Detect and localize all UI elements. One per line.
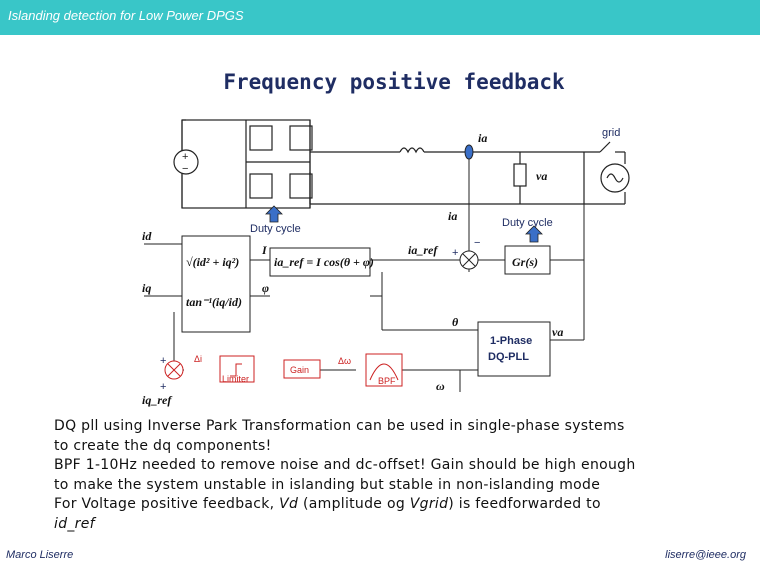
label-minus-1: − [474,237,480,249]
footer-author: Marco Liserre [6,549,74,561]
body-line-1: DQ pll using Inverse Park Transformation… [54,418,625,434]
label-ia-ref-out: ia_ref [408,243,438,257]
duty-cycle-arrow-1 [265,205,283,223]
label-I: I [261,243,268,257]
label-id: id [142,229,152,243]
label-va-top: va [536,169,547,183]
duty-cycle-arrow-2 [525,225,543,243]
svg-text:−: − [182,163,188,175]
label-ia-mid: ia [448,209,457,223]
label-iq-ref: iq_ref [142,393,172,407]
label-iq: iq [142,281,151,295]
dc-source: + − [173,119,199,175]
label-ia-ref-eq: ia_ref = I cos(θ + φ) [274,255,374,269]
output-wiring [309,141,630,205]
controller-block [504,245,551,275]
body-line-3: BPF 1-10Hz needed to remove noise and dc… [54,457,636,473]
label-tan: tan⁻¹(iq/id) [186,295,242,309]
reference-block [269,247,371,277]
pll-block [477,321,551,377]
label-delta-i: Δi [194,354,202,364]
footer-email: liserre@ieee.org [665,549,746,561]
current-sensor [464,144,474,160]
label-grid: grid [602,127,620,139]
label-duty-cycle-1: Duty cycle [250,223,301,235]
circuit-diagram: + − ia grid va Duty cycle Duty cycle [142,119,630,407]
body-line-6: id_ref [54,515,744,535]
label-limiter: Limiter [222,374,249,384]
label-bpf: BPF [378,376,396,386]
inverter-bridge [181,119,313,209]
label-pll-line1: 1-Phase [490,335,532,347]
header-title: Islanding detection for Low Power DPGS [8,8,244,23]
header-bar: Islanding detection for Low Power DPGS [0,0,760,35]
limiter-block [219,355,255,383]
body-line-2: to create the dq components! [54,437,272,454]
body-text: DQ pll using Inverse Park Transformation… [54,417,744,534]
label-gain: Gain [290,365,309,375]
slide-title: Frequency positive feedback [223,70,565,94]
label-plus-1: + [452,247,458,259]
body-line-5a: For Voltage positive feedback, [54,496,280,512]
label-phi: φ [262,281,269,295]
bpf-block [365,353,403,387]
label-delta-omega: Δω [338,356,351,366]
amplitude-phase-block [181,235,251,333]
label-ia-top: ia [478,131,487,145]
vd-term: Vd [279,496,299,512]
label-gr: Gr(s) [512,255,538,269]
label-plus-3: + [160,381,166,393]
label-va-pll: va [552,325,563,339]
label-plus-2: + [160,355,166,367]
body-line-5c: ) is feedforwarded to [448,496,601,512]
body-line-4: to make the system unstable in islanding… [54,476,601,493]
svg-text:+: + [182,151,188,163]
vgrid-term: Vgrid [409,496,449,512]
label-sqrt: √(id² + iq²) [186,255,239,269]
body-line-5b: (amplitude og [298,496,410,512]
gain-block [283,359,321,379]
label-duty-cycle-2: Duty cycle [502,217,553,229]
label-pll-line2: DQ-PLL [488,351,529,363]
label-theta: θ [452,315,459,329]
body-line-5: For Voltage positive feedback, Vd (ampli… [54,495,744,515]
id-ref-term: id_ref [54,515,95,532]
label-omega: ω [436,379,445,393]
